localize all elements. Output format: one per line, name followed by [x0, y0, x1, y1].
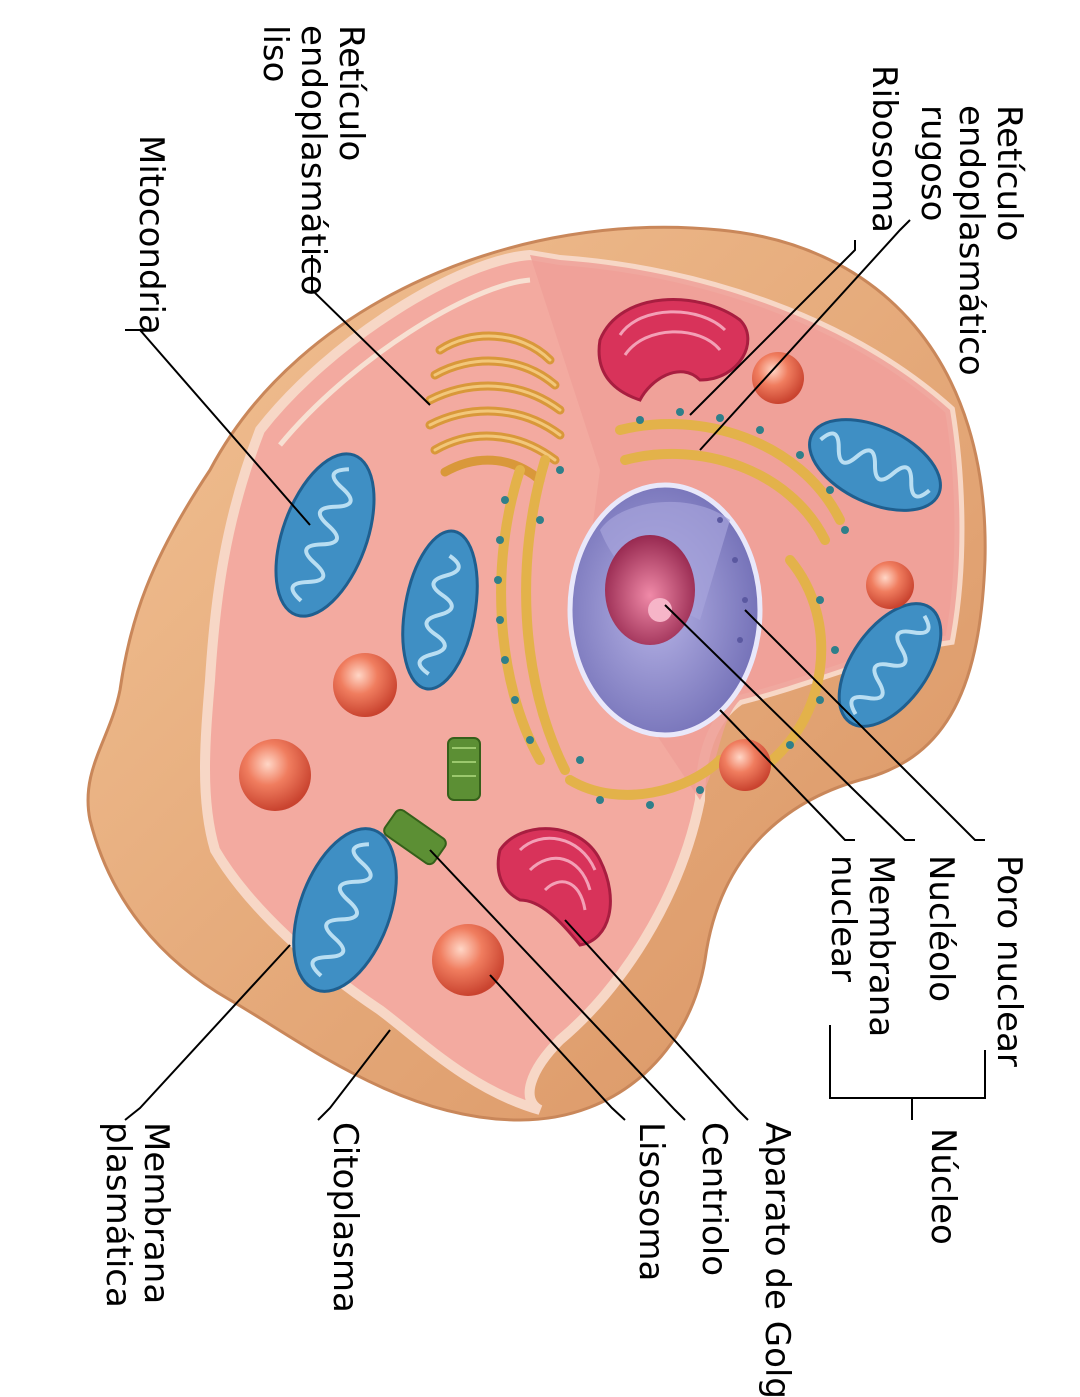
labels: Retículo endoplasmático liso Mitocondria…: [98, 25, 1029, 1397]
leader-membrana-nuclear: [719, 709, 855, 841]
leader-poro-nuclear: [744, 609, 985, 841]
label-centriolo: Centriolo: [694, 1122, 734, 1276]
leader-centriolo: [429, 849, 686, 1121]
leader-reticulo-rugoso: [699, 219, 911, 451]
plasma-membrane-line: [278, 277, 531, 447]
leader-citoplasma: [317, 1029, 391, 1121]
golgi-bottom: [496, 827, 612, 947]
cell-illustration: [86, 225, 987, 1122]
label-nucleo: Núcleo: [923, 1128, 963, 1245]
ribosomes: [494, 408, 849, 809]
leader-lines: [124, 219, 986, 1121]
leader-membrana-plasmatica: [124, 944, 291, 1121]
mitochondria-group: [274, 418, 943, 993]
leader-lisosoma: [489, 974, 626, 1121]
label-citoplasma: Citoplasma: [325, 1122, 365, 1313]
label-reticulo-liso: Retículo endoplasmático liso: [255, 25, 371, 306]
leader-nucleolo: [664, 604, 915, 841]
lysosomes: [239, 352, 914, 996]
golgi-top: [597, 298, 750, 402]
nucleolus-shape: [605, 535, 695, 645]
label-reticulo-rugoso: Retículo endoplasmático rugoso: [913, 105, 1029, 386]
label-poro-nuclear: Poro nuclear: [989, 855, 1029, 1067]
leader-aparato-golgi: [564, 919, 749, 1121]
label-ribosoma: Ribosoma: [864, 65, 904, 233]
label-lisosoma: Lisosoma: [631, 1122, 671, 1281]
label-membrana-nuclear: Membrana nuclear: [823, 855, 901, 1048]
leader-reticulo-liso: [311, 255, 431, 406]
label-membrana-plasmatica: Membrana plasmática: [98, 1122, 176, 1315]
label-mitocondria: Mitocondria: [131, 135, 171, 335]
nucleus: [567, 482, 763, 738]
leader-mitocondria: [125, 329, 311, 526]
label-nucleolo: Nucléolo: [921, 855, 961, 1002]
leader-ribosoma: [689, 240, 856, 416]
label-aparato-golgi: Aparato de Golgi: [757, 1122, 797, 1397]
smooth-er-highlight: [428, 334, 562, 462]
nucleo-bracket: [829, 1025, 986, 1120]
nuclear-pores: [732, 557, 738, 563]
